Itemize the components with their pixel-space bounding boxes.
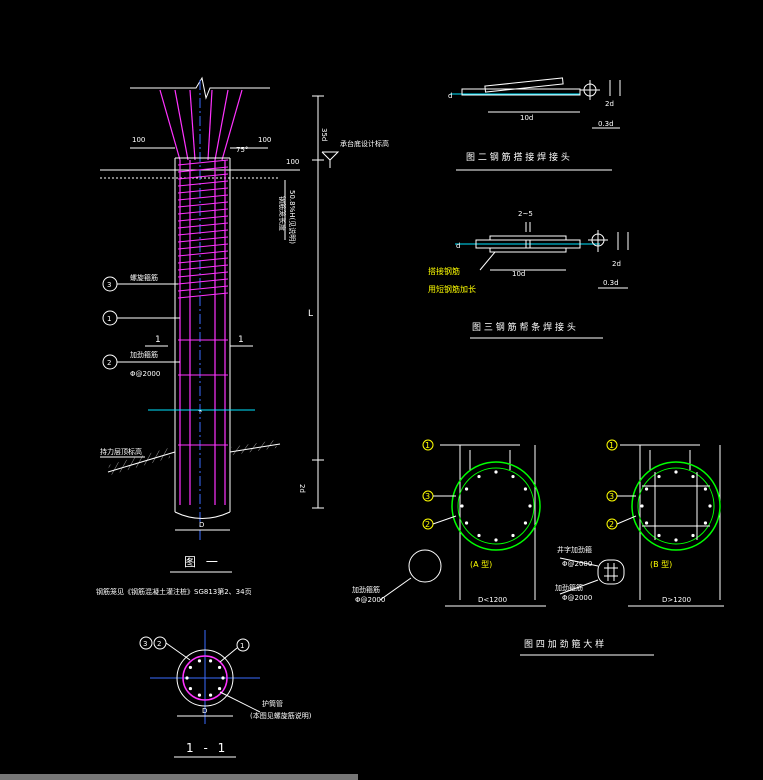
section-callout-2: 2 — [157, 640, 161, 648]
label-rebar-length-note: 50.8%H(见说明) — [288, 190, 297, 244]
fig2-dim-d: d — [448, 92, 452, 100]
callout-2: 2 加劲箍筋 Φ@2000 — [102, 350, 180, 378]
callout-3: 3 螺旋箍筋 — [102, 273, 178, 292]
fig4-label-cross: 井字加劲箍 — [557, 545, 592, 554]
section-caption: 1 - 1 — [186, 741, 228, 755]
break-mark: ⌁ — [198, 407, 202, 415]
fig4-label-stiff2: 加劲箍筋 — [555, 583, 583, 592]
horizontal-scrollbar[interactable] — [0, 774, 358, 780]
fig4-type-a: (A 型) — [470, 560, 492, 569]
anchor-bars — [159, 89, 243, 161]
fig4a-callout-1: 1 — [425, 441, 430, 450]
fig4b-callout-3: 3 — [609, 492, 614, 501]
svg-text:3: 3 — [107, 281, 111, 289]
label-design-level: 承台底设计标高 — [340, 139, 389, 148]
dim-100-right: 100 — [258, 136, 271, 144]
fig4-label-stiffener-spec: Φ@2000 — [355, 596, 385, 604]
dim-D: D — [199, 521, 204, 529]
figure-2-lap-weld: 10d d 2d 0.3d 图 二 钢 筋 搭 接 焊 接 头 — [448, 77, 621, 171]
section-callout-1: 1 — [240, 642, 244, 650]
figure-2-caption: 图 二 钢 筋 搭 接 焊 接 头 — [466, 151, 570, 163]
fig4-type-b: (B 型) — [650, 560, 672, 569]
dim-100-top: 100 — [286, 158, 299, 166]
fig2-dim-03d: 0.3d — [598, 120, 614, 128]
fig3-dim-2d: 2d — [612, 260, 621, 268]
dim-100-left: 100 — [132, 136, 145, 144]
section-mark-right: 1 — [238, 335, 244, 345]
label-rebar-length: 钢筋笼长度 — [278, 196, 287, 231]
label-bearing-layer: 持力层顶标高 — [100, 447, 142, 456]
fig4-label-cross-spec: Φ@2000 — [562, 560, 592, 568]
label-stiffener-spec: Φ@2000 — [130, 370, 160, 378]
label-spiral: 螺旋箍筋 — [130, 273, 158, 282]
fig4-label-stiffener: 加劲箍筋 — [352, 585, 380, 594]
figure-3-caption: 图 三 钢 筋 帮 条 焊 接 头 — [472, 321, 576, 333]
fig2-dim-2d: 2d — [605, 100, 614, 108]
figure-4-caption: 图 四 加 劲 箍 大 样 — [524, 638, 604, 650]
svg-text:2: 2 — [107, 359, 111, 367]
fig4-label-stiff2-spec: Φ@2000 — [562, 594, 592, 602]
fig3-dim-03d: 0.3d — [603, 279, 619, 287]
dim-2d: 2d — [298, 484, 306, 493]
label-stiffener: 加劲箍筋 — [130, 350, 158, 359]
fig4b-callout-2: 2 — [609, 520, 614, 529]
spiral-stirrups — [177, 159, 229, 299]
break-line — [130, 76, 270, 100]
section-callout-3: 3 — [143, 640, 147, 648]
angle-75: 75° — [236, 146, 248, 154]
fig4b-callout-1: 1 — [609, 441, 614, 450]
section-1-1: 3 2 1 护筒管 (本图见螺旋筋说明) D 1 - 1 — [139, 630, 312, 758]
fig4a-callout-3: 3 — [425, 492, 430, 501]
callout-1: 1 — [102, 310, 180, 326]
fig3-dim-10d: 10d — [512, 270, 525, 278]
dim-L: L — [308, 309, 313, 319]
svg-text:1: 1 — [107, 315, 111, 323]
label-sleeve-note: (本图见螺旋筋说明) — [250, 711, 312, 720]
fig3-note-2: 用短钢筋加长 — [428, 284, 476, 294]
fig4a-callout-2: 2 — [425, 520, 430, 529]
section-mark-left: 1 — [155, 335, 161, 345]
section-dim-D: D — [202, 707, 207, 715]
figure-1-pile-elevation: ⌁ 1 1 35d L 2d 钢筋笼长度 50.8%H(见说明) 100 100… — [96, 76, 389, 596]
fig3-note-1: 搭接钢筋 — [428, 266, 460, 276]
fig3-dim-d: d — [456, 242, 460, 250]
figure-4-stiffener-detail: 1 3 2 (A 型) D<1200 加劲箍筋 Φ@2000 井字加劲箍 Φ@2… — [352, 439, 724, 656]
figure-1-caption: 图 一 — [184, 555, 221, 569]
label-sleeve: 护筒管 — [262, 699, 283, 708]
figure-1-note: 钢筋笼见《钢筋混凝土灌注桩》SG813第2、34页 — [96, 587, 252, 596]
fig2-dim-10d: 10d — [520, 114, 533, 122]
fig4-dim-b: D>1200 — [662, 596, 691, 604]
figure-3-strap-weld: 2~5 d 10d 2d 0.3d 搭接钢筋 用短钢筋加长 图 三 钢 筋 帮 … — [428, 210, 629, 339]
fig4-dim-a: D<1200 — [478, 596, 507, 604]
fig3-dim-gap: 2~5 — [518, 210, 533, 218]
dim-35d: 35d — [320, 128, 328, 141]
